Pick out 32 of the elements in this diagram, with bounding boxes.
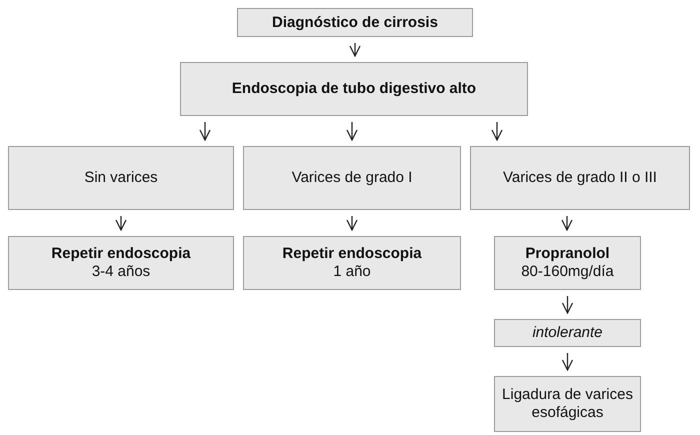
box-text: intolerante — [532, 324, 603, 342]
box-text: 1 año — [333, 263, 371, 281]
arrow — [562, 296, 574, 314]
box-text: Varices de grado I — [292, 169, 412, 187]
arrow — [199, 122, 211, 141]
box-text: Varices de grado II o III — [503, 169, 657, 187]
arrow — [115, 216, 127, 231]
process-box — [243, 146, 461, 210]
box-text: 80-160mg/día — [521, 263, 614, 281]
box-heading: Propranolol — [525, 245, 610, 263]
process-box — [237, 8, 473, 37]
process-box — [180, 62, 528, 116]
process-box — [243, 236, 461, 290]
arrow — [561, 216, 573, 231]
process-box — [470, 146, 690, 210]
process-box — [8, 146, 234, 210]
process-box — [494, 236, 641, 290]
box-heading: Diagnóstico de cirrosis — [272, 14, 438, 32]
process-box — [494, 376, 641, 432]
arrow — [491, 122, 503, 141]
arrow — [562, 353, 574, 371]
box-text: 3-4 años — [92, 263, 150, 281]
box-heading: Endoscopia de tubo digestivo alto — [232, 80, 476, 98]
box-text: Ligadura de varices esofágicas — [501, 386, 634, 422]
arrow — [346, 216, 358, 231]
box-heading: Repetir endoscopia — [51, 245, 191, 263]
process-box — [8, 236, 234, 290]
box-text: Sin varices — [84, 169, 158, 187]
box-heading: Repetir endoscopia — [282, 245, 422, 263]
arrow — [349, 43, 361, 57]
arrow — [346, 122, 358, 141]
process-box — [494, 319, 641, 347]
